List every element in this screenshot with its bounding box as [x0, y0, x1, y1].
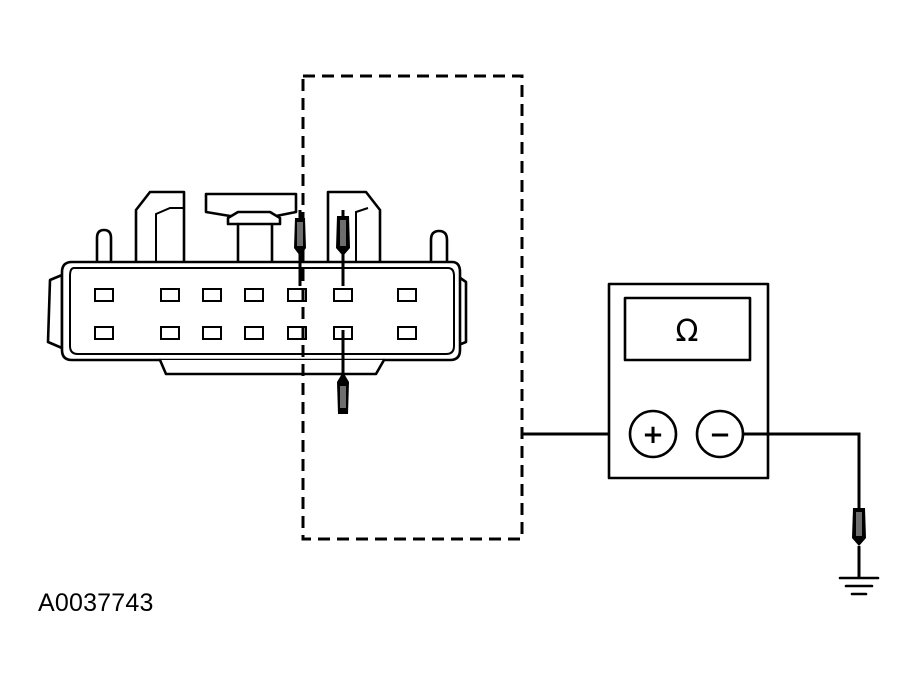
probe-tip-2 [336, 216, 350, 256]
pin-cavity [202, 326, 222, 340]
pin-cavity [160, 288, 180, 302]
positive-terminal [628, 409, 678, 459]
pin-cavity [244, 288, 264, 302]
connector-latch-right [326, 190, 382, 264]
connector-post-left [95, 228, 113, 264]
positive-terminal-label: + [642, 420, 664, 450]
probe-path-dashed [301, 74, 524, 541]
ground-probe-tip [852, 508, 866, 546]
figure-reference-code: A0037743 [38, 589, 154, 617]
probe-tip-3 [337, 372, 349, 414]
negative-terminal-label: − [709, 420, 731, 450]
meter-display [623, 296, 752, 362]
pin-cavity [94, 288, 114, 302]
probe-tip-1 [294, 218, 306, 256]
connector-pin-row-bottom [94, 326, 417, 340]
ohm-symbol: Ω [676, 314, 699, 349]
ohmmeter: Ω + − [607, 282, 770, 480]
connector-body [60, 260, 462, 362]
connector-latch-left [134, 190, 186, 264]
connector-pin-row-top [94, 288, 417, 302]
pin-cavity [160, 326, 180, 340]
pin-cavity [333, 288, 353, 302]
pin-cavity [94, 326, 114, 340]
connector-skirt [158, 358, 386, 376]
pin-cavity [244, 326, 264, 340]
harness-connector [46, 190, 468, 376]
pin-cavity [397, 326, 417, 340]
ground-icon [838, 576, 880, 596]
connector-left-ear [46, 273, 64, 350]
pin-cavity [397, 288, 417, 302]
pin-cavity [202, 288, 222, 302]
meter-lead-negative [743, 432, 861, 508]
connector-post-right [429, 229, 449, 264]
